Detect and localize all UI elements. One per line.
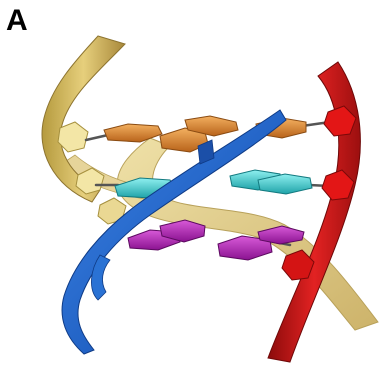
sugar-ring-left-1: [58, 122, 88, 152]
